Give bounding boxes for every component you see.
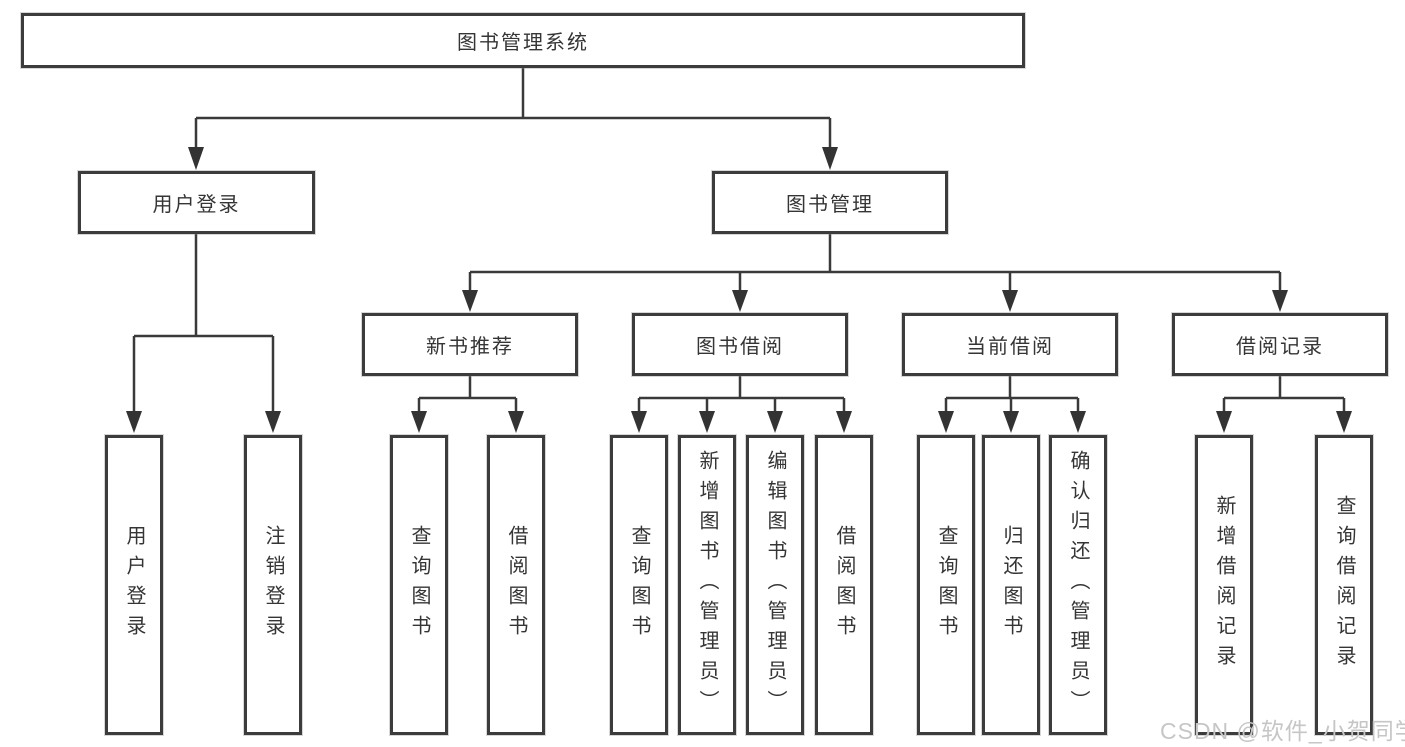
node-label: 新书推荐 — [426, 336, 514, 358]
node-book-borrow: 图书借阅 — [632, 313, 848, 376]
node-label: 用户登录 — [152, 194, 241, 216]
node-label: 查询借阅记录 — [1333, 495, 1355, 675]
node-label: 确认归还（管理员） — [1067, 450, 1089, 720]
connector-borrow-records — [1222, 376, 1346, 412]
node-label: 查询图书 — [935, 525, 957, 645]
node-label: 注销登录 — [262, 525, 284, 645]
node-label: 图书管理 — [786, 194, 874, 216]
leaf-query-borrow-record: 查询借阅记录 — [1315, 435, 1373, 735]
leaf-query-books-recommend: 查询图书 — [390, 435, 448, 735]
node-current-borrow: 当前借阅 — [902, 313, 1118, 376]
leaf-add-borrow-record: 新增借阅记录 — [1195, 435, 1253, 735]
arrow-icon — [188, 147, 204, 170]
arrow-icon — [1070, 411, 1086, 433]
node-label: 图书借阅 — [696, 336, 784, 358]
node-borrow-records: 借阅记录 — [1172, 313, 1388, 376]
node-library-management-system: 图书管理系统 — [21, 13, 1025, 68]
node-new-book-recommend: 新书推荐 — [362, 313, 578, 376]
leaf-borrow-books: 借阅图书 — [815, 435, 873, 735]
node-user-login: 用户登录 — [78, 171, 315, 234]
connector-new-book-recommend — [417, 376, 518, 412]
node-label: 用户登录 — [123, 525, 145, 645]
arrow-icon — [699, 411, 715, 433]
arrow-icon — [462, 290, 478, 312]
arrowheads — [126, 147, 1352, 433]
node-label: 借阅图书 — [833, 525, 855, 645]
arrow-icon — [508, 411, 524, 433]
node-label: 借阅图书 — [505, 525, 527, 645]
node-label: 编辑图书（管理员） — [764, 450, 786, 720]
leaf-query-books-current: 查询图书 — [917, 435, 975, 735]
connector-book-borrow — [637, 376, 846, 412]
arrow-icon — [732, 290, 748, 312]
node-label: 归还图书 — [1000, 525, 1022, 645]
arrow-icon — [836, 411, 852, 433]
connector-current-borrow — [944, 376, 1080, 412]
node-label: 查询图书 — [408, 525, 430, 645]
arrow-icon — [126, 411, 142, 433]
arrow-icon — [631, 411, 647, 433]
node-label: 借阅记录 — [1236, 336, 1324, 358]
arrow-icon — [265, 411, 281, 433]
connector-book-management — [468, 234, 1282, 291]
arrow-icon — [1002, 290, 1018, 312]
leaf-confirm-return-admin: 确认归还（管理员） — [1049, 435, 1107, 735]
arrow-icon — [1003, 411, 1019, 433]
leaf-return-books: 归还图书 — [982, 435, 1040, 735]
node-label: 当前借阅 — [966, 336, 1054, 358]
arrow-icon — [1336, 411, 1352, 433]
arrow-icon — [1272, 290, 1288, 312]
leaf-user-login: 用户登录 — [105, 435, 163, 735]
node-label: 图书管理系统 — [457, 32, 589, 54]
arrow-icon — [822, 147, 838, 170]
node-label: 新增借阅记录 — [1213, 495, 1235, 675]
leaf-borrow-books-recommend: 借阅图书 — [487, 435, 545, 735]
leaf-logout: 注销登录 — [244, 435, 302, 735]
connector-root — [194, 68, 832, 148]
arrow-icon — [938, 411, 954, 433]
watermark: CSDN @软件_小贺同学 — [1160, 718, 1405, 744]
leaf-add-book-admin: 新增图书（管理员） — [678, 435, 736, 735]
leaf-edit-book-admin: 编辑图书（管理员） — [746, 435, 804, 735]
arrow-icon — [411, 411, 427, 433]
node-label: 新增图书（管理员） — [696, 450, 718, 720]
node-label: 查询图书 — [628, 525, 650, 645]
node-book-management: 图书管理 — [712, 171, 948, 234]
arrow-icon — [1216, 411, 1232, 433]
arrow-icon — [767, 411, 783, 433]
leaf-query-books-borrow: 查询图书 — [610, 435, 668, 735]
connector-user-login — [132, 234, 275, 412]
